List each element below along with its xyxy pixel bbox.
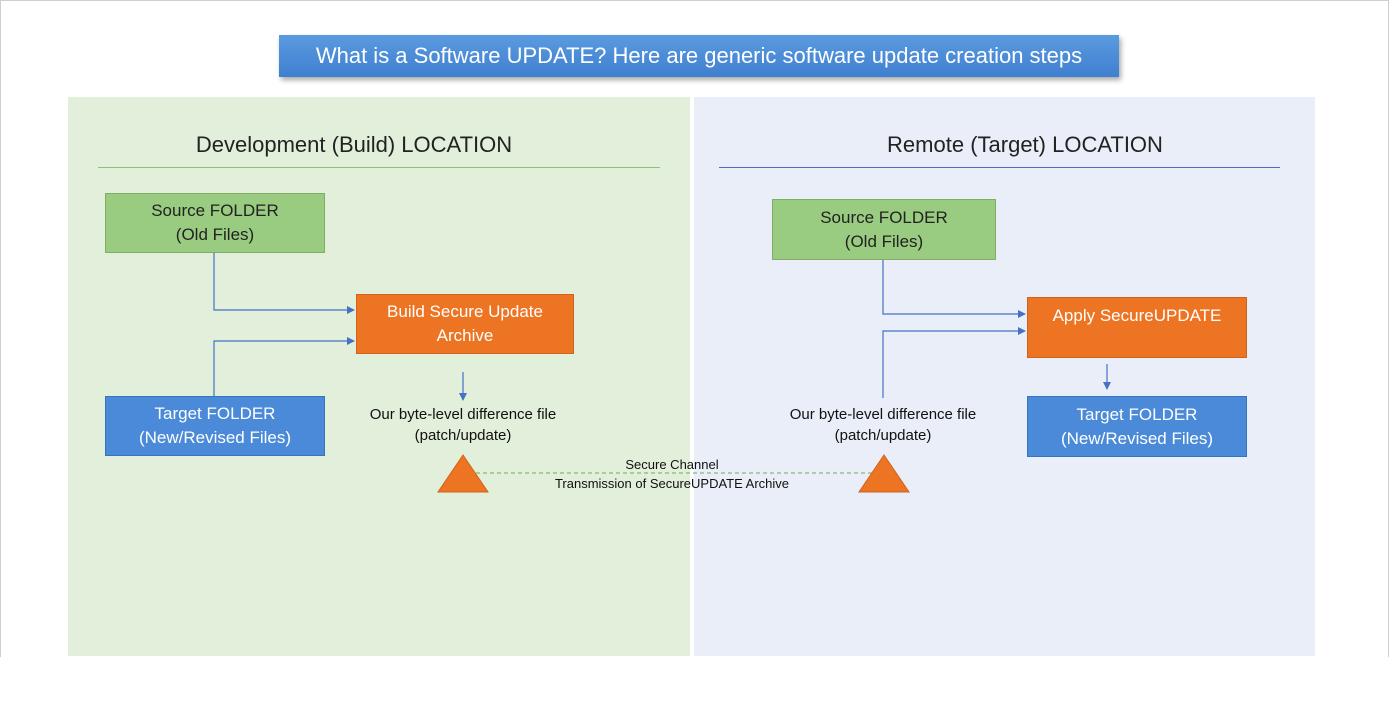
dev-source-folder-label: Source FOLDER bbox=[151, 201, 279, 220]
remote-diff-to-apply-arrow bbox=[882, 327, 1026, 398]
remote-location-panel bbox=[694, 97, 1315, 656]
dev-source-folder-box[interactable]: Source FOLDER (Old Files) bbox=[105, 193, 325, 253]
remote-location-title: Remote (Target) LOCATION bbox=[887, 132, 1163, 157]
secure-channel-line2: Transmission of SecureUPDATE Archive bbox=[554, 476, 790, 491]
remote-archive-triangle-icon bbox=[858, 454, 910, 493]
build-secure-update-box[interactable]: Build Secure Update Archive bbox=[356, 294, 574, 354]
remote-difference-file-label: Our byte-level difference file (patch/up… bbox=[763, 404, 1003, 446]
remote-target-folder-label: Target FOLDER bbox=[1076, 404, 1198, 424]
banner-title: What is a Software UPDATE? Here are gene… bbox=[279, 35, 1119, 77]
dev-difference-file-line2: (patch/update) bbox=[414, 427, 512, 444]
remote-target-folder-box[interactable]: Target FOLDER (New/Revised Files) bbox=[1027, 396, 1247, 457]
remote-source-folder-label: Source FOLDER bbox=[820, 207, 948, 227]
development-location-panel bbox=[68, 97, 690, 656]
remote-difference-file-line2: (patch/update) bbox=[834, 427, 932, 444]
build-secure-update-sublabel: Archive bbox=[436, 326, 494, 345]
remote-difference-file-line1: Our byte-level difference file bbox=[789, 406, 977, 423]
dev-target-folder-sublabel: (New/Revised Files) bbox=[138, 428, 292, 447]
development-location-title: Development (Build) LOCATION bbox=[195, 132, 513, 157]
dev-target-to-build-arrow bbox=[213, 337, 355, 396]
dev-difference-file-line1: Our byte-level difference file bbox=[369, 406, 557, 423]
remote-source-folder-sublabel: (Old Files) bbox=[844, 231, 924, 251]
apply-secureupdate-box[interactable]: Apply SecureUPDATE bbox=[1027, 297, 1247, 358]
dev-source-to-build-arrow bbox=[213, 253, 355, 314]
apply-secureupdate-label: Apply SecureUPDATE bbox=[1052, 306, 1222, 325]
remote-source-to-apply-arrow bbox=[882, 260, 1026, 318]
dev-target-folder-label: Target FOLDER bbox=[154, 404, 276, 423]
dev-target-folder-box[interactable]: Target FOLDER (New/Revised Files) bbox=[105, 396, 325, 456]
development-title-rule bbox=[98, 167, 660, 168]
build-secure-update-label: Build Secure Update bbox=[387, 302, 543, 321]
remote-source-folder-box[interactable]: Source FOLDER (Old Files) bbox=[772, 199, 996, 260]
remote-target-folder-sublabel: (New/Revised Files) bbox=[1060, 428, 1214, 448]
dev-archive-triangle-icon bbox=[437, 454, 489, 493]
secure-channel-line1: Secure Channel bbox=[625, 457, 719, 472]
dev-difference-file-label: Our byte-level difference file (patch/up… bbox=[343, 404, 583, 446]
dev-source-folder-sublabel: (Old Files) bbox=[175, 225, 255, 244]
secure-channel-label: Secure Channel Transmission of SecureUPD… bbox=[522, 455, 822, 493]
remote-title-rule bbox=[719, 167, 1280, 168]
